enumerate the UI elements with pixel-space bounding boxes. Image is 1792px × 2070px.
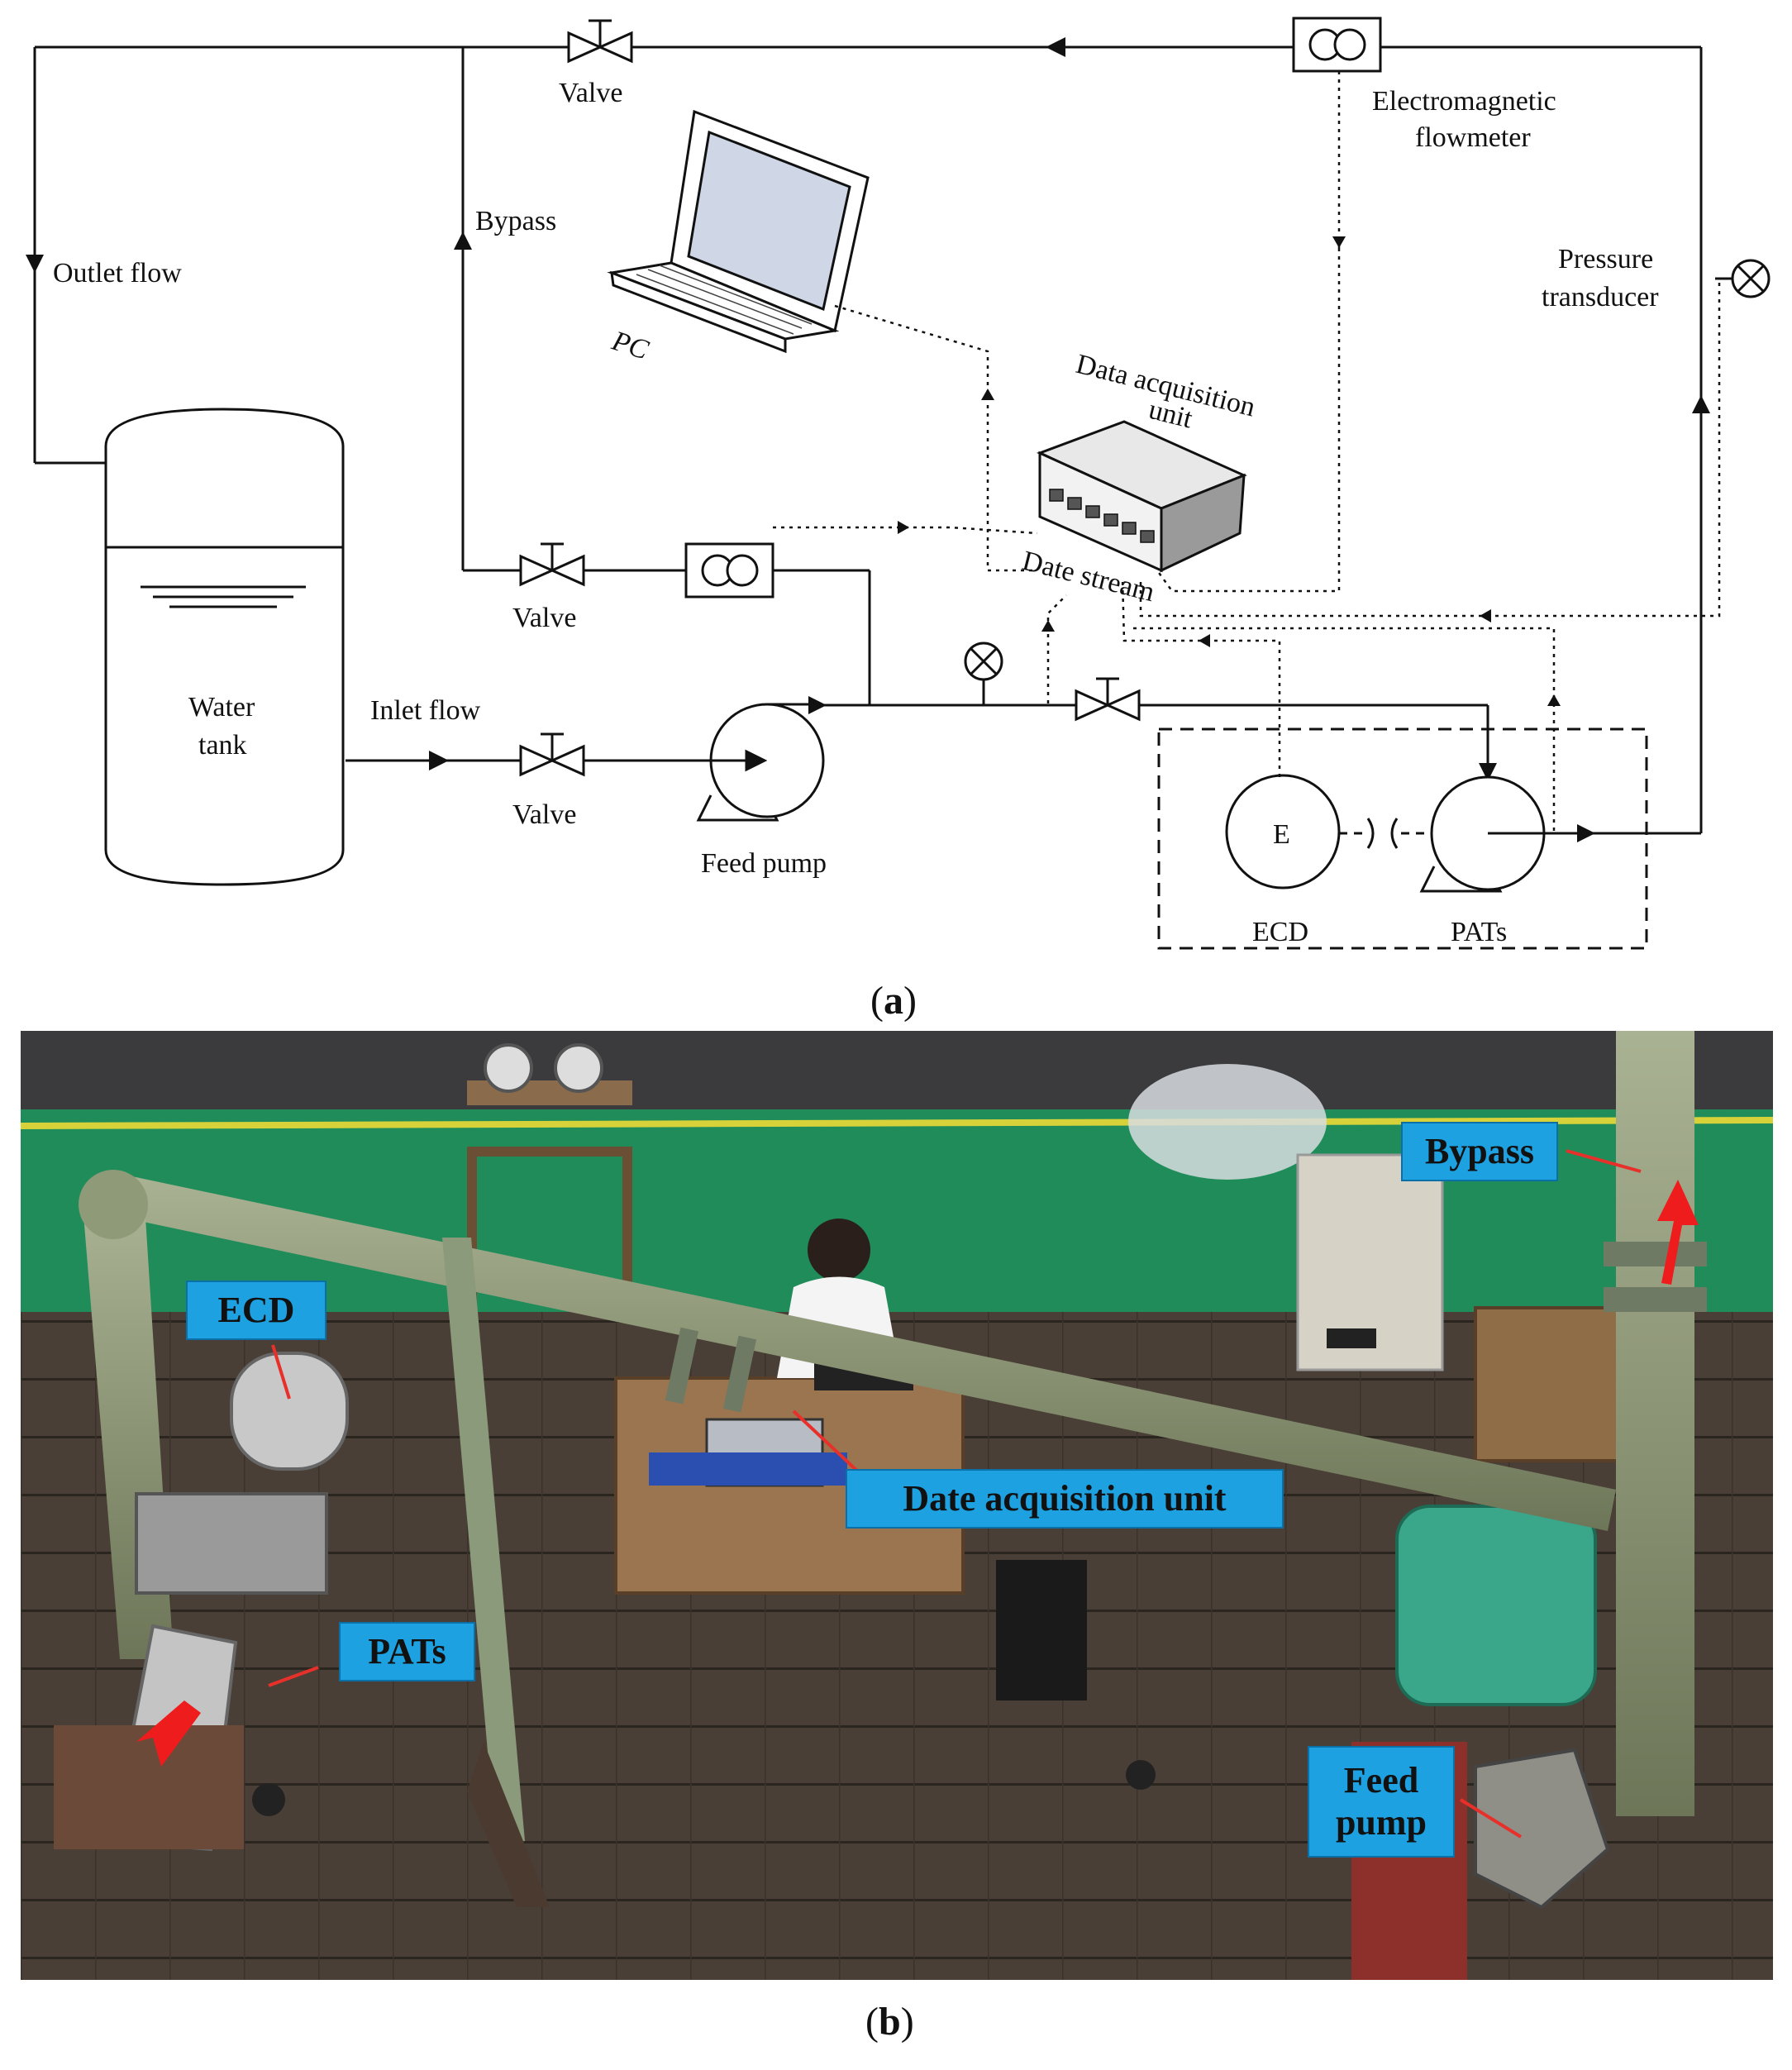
- callout-feed-pump: Feed pump: [1308, 1746, 1455, 1858]
- lab-photo: Bypass ECD Date acquisition unit PATs Fe…: [21, 1031, 1773, 1980]
- callout-daq: Date acquisition unit: [846, 1469, 1284, 1529]
- label-valve-top: Valve: [559, 78, 622, 108]
- callout-pats: PATs: [339, 1622, 475, 1681]
- caption-a-letter: a: [883, 979, 903, 1023]
- callout-pointers: [268, 1149, 1642, 1839]
- label-bypass: Bypass: [475, 206, 556, 236]
- label-pressure-transducer-2: transducer: [1542, 282, 1659, 312]
- callout-feed-pump-label-1: Feed: [1343, 1759, 1419, 1801]
- label-ecd: ECD: [1252, 917, 1308, 947]
- label-inlet-flow: Inlet flow: [370, 695, 481, 726]
- label-valve-inlet: Valve: [512, 799, 576, 830]
- callout-daq-label: Date acquisition unit: [903, 1477, 1227, 1519]
- signal-arrows: [898, 236, 1561, 706]
- label-outlet-flow: Outlet flow: [53, 258, 182, 289]
- callout-pats-label: PATs: [368, 1630, 446, 1672]
- label-pressure-transducer-1: Pressure: [1558, 244, 1653, 274]
- label-pc: PC: [608, 326, 652, 366]
- valve-icons: [519, 19, 1141, 777]
- label-electromagnetic-flowmeter-2: flowmeter: [1415, 122, 1531, 153]
- callout-feed-pump-label-2: pump: [1335, 1801, 1427, 1843]
- label-ecd-symbol: E: [1273, 819, 1290, 850]
- flow-arrows: [26, 37, 1710, 842]
- label-water-tank-2: tank: [198, 730, 247, 761]
- callout-ecd-label: ECD: [217, 1289, 295, 1330]
- signal-lines: [773, 71, 1721, 831]
- callout-bypass: Bypass: [1401, 1122, 1558, 1181]
- schematic-diagram: Valve Electromagnetic flowmeter Bypass O…: [26, 17, 1771, 950]
- label-electromagnetic-flowmeter-1: Electromagnetic: [1372, 86, 1556, 117]
- label-valve-bypass: Valve: [512, 603, 576, 633]
- feed-pump-symbol: [696, 703, 825, 822]
- caption-b-letter: b: [878, 2000, 901, 2044]
- label-water-tank-1: Water: [188, 692, 255, 723]
- pressure-transducer-icons: [964, 259, 1771, 705]
- laptop-icon: [607, 109, 870, 354]
- water-tank: [104, 408, 345, 886]
- label-pats: PATs: [1451, 917, 1507, 947]
- callout-ecd: ECD: [186, 1281, 326, 1340]
- schematic-labels: Valve Electromagnetic flowmeter Bypass O…: [53, 78, 1659, 947]
- caption-a: (a): [870, 979, 917, 1023]
- label-feed-pump: Feed pump: [701, 848, 827, 879]
- flowmeter-icons: [684, 17, 1382, 599]
- caption-b: (b): [865, 2000, 914, 2044]
- callout-bypass-label: Bypass: [1424, 1130, 1535, 1171]
- pat-enclosure: [1157, 727, 1648, 950]
- lab-photo-illustration: [21, 1031, 1773, 1980]
- daq-unit-icon: [1037, 420, 1247, 573]
